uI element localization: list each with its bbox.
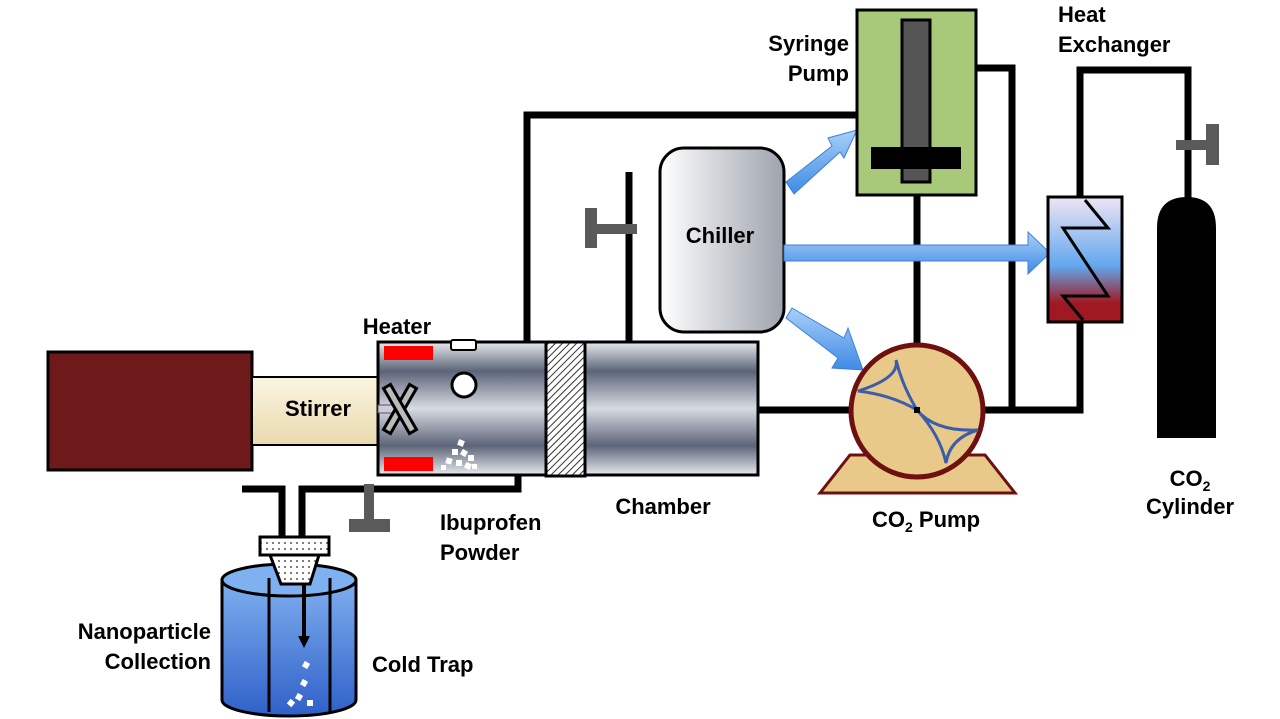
heat-exchanger-coil <box>1059 199 1112 321</box>
pipe-trap-outlet <box>242 485 286 540</box>
ibuprofen-label-line1: Ibuprofen <box>440 510 541 535</box>
co2-cylinder <box>1157 197 1216 438</box>
chiller <box>658 146 786 334</box>
syringe-bar <box>871 147 961 169</box>
cooling-arrow-to-syringe <box>785 129 858 195</box>
nanoparticles <box>286 660 313 708</box>
stirrer <box>251 376 379 446</box>
stirrer-blade-icon <box>377 382 419 436</box>
cooling-arrow-to-heat-exchanger <box>783 230 1051 276</box>
pipe-chamber-to-trap <box>298 475 522 540</box>
co2-cylinder-label-line1: CO2 <box>1170 466 1211 494</box>
pipe-syringe-return <box>976 64 1016 410</box>
flow-arrow-icon <box>298 636 310 648</box>
cold-trap-label: Cold Trap <box>372 652 473 677</box>
co2-pump-label: CO2 Pump <box>872 507 980 535</box>
nanoparticle-label-line1: Nanoparticle <box>78 619 211 644</box>
cylinder-valve-icon[interactable] <box>1176 124 1219 165</box>
cooling-arrow-to-pump <box>785 307 864 371</box>
sensor-port <box>450 339 477 351</box>
pipe-hx-to-cylinder <box>1076 66 1192 200</box>
heater-label: Heater <box>363 314 432 339</box>
heater-element-top <box>384 346 433 360</box>
valve-icon[interactable] <box>349 484 390 532</box>
filter-frit <box>544 340 587 478</box>
heater-element-bottom <box>384 457 433 471</box>
ibuprofen-powder <box>441 439 477 470</box>
trap-stopper <box>258 535 331 557</box>
cold-trap <box>220 535 358 718</box>
stirrer-label: Stirrer <box>285 396 351 421</box>
motor <box>46 350 254 472</box>
chamber-label: Chamber <box>615 494 711 519</box>
heat-exchanger-label-line2: Exchanger <box>1058 32 1171 57</box>
valve-icon[interactable] <box>585 208 637 248</box>
nanoparticle-label-line2: Collection <box>105 649 211 674</box>
ibuprofen-label-line2: Powder <box>440 540 520 565</box>
heat-exchanger-label-line1: Heat <box>1058 2 1106 27</box>
syringe-pump-label-line1: Syringe <box>768 31 849 56</box>
chiller-label: Chiller <box>686 223 755 248</box>
bubble <box>450 371 478 399</box>
pipe-chamber-to-syringe <box>523 111 857 342</box>
co2-cylinder-label-line2: Cylinder <box>1146 494 1234 519</box>
syringe-pump-label-line2: Pump <box>788 61 849 86</box>
